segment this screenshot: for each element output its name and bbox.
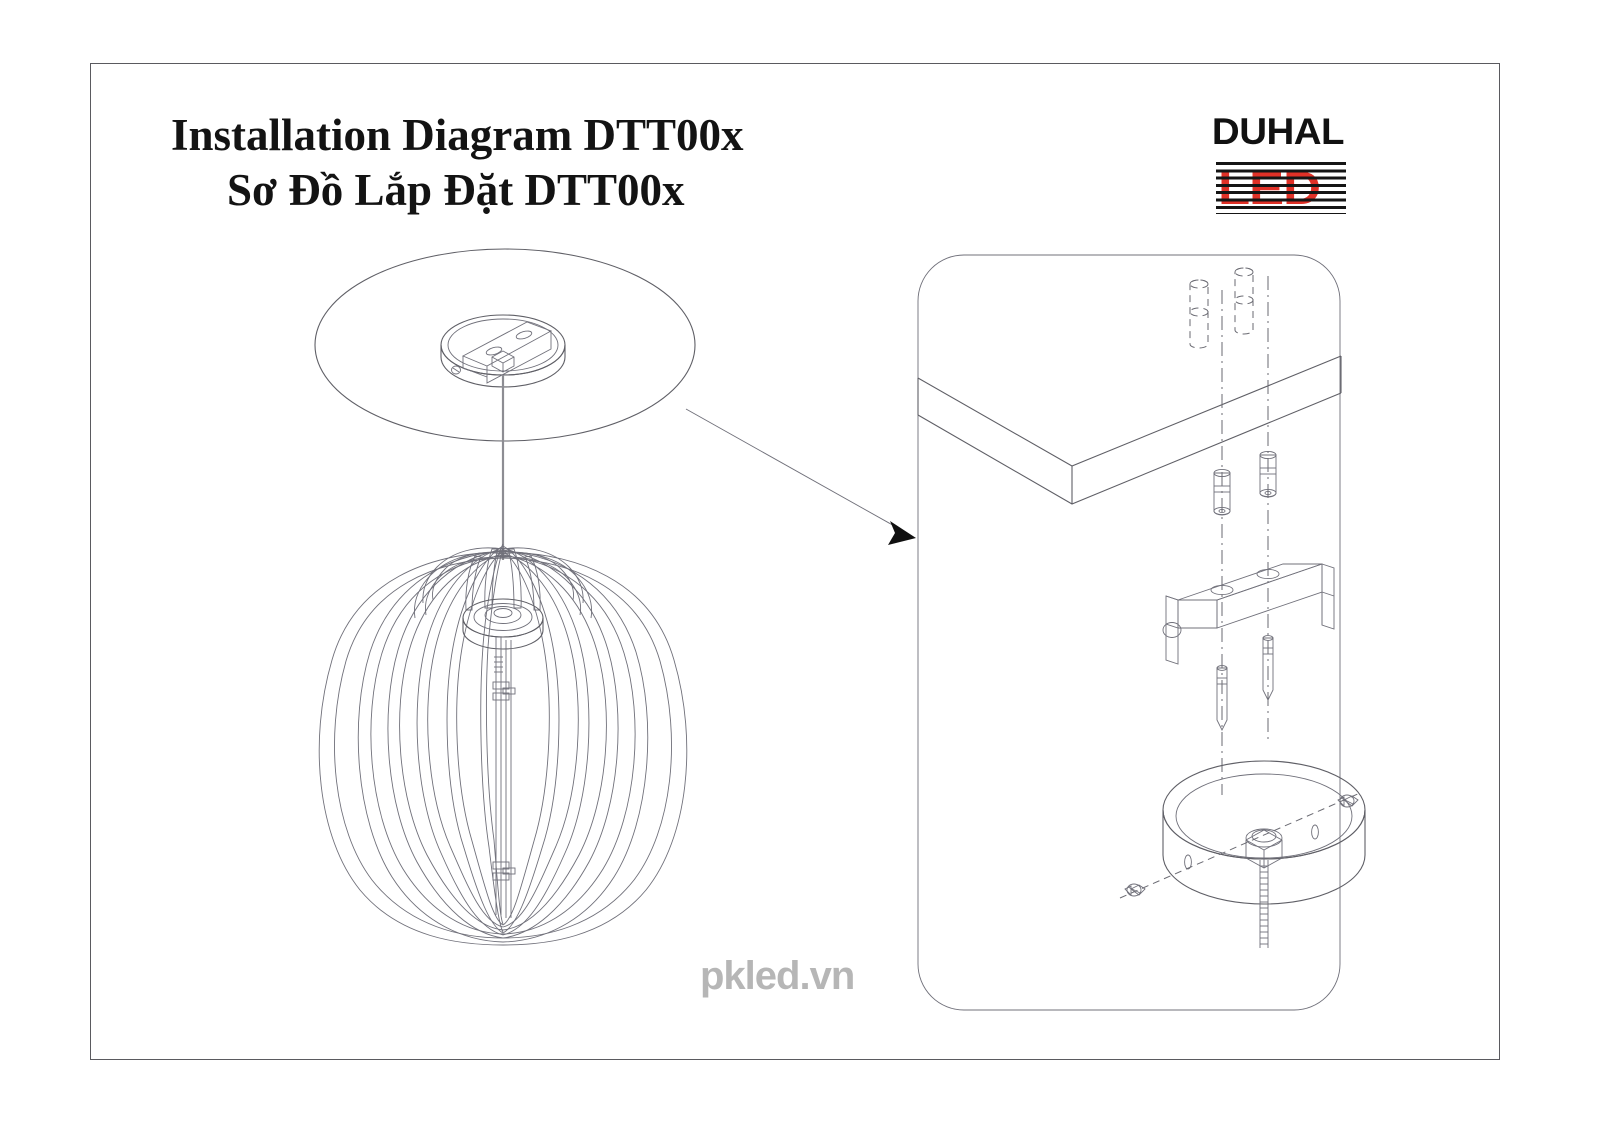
- threaded-rod: [1259, 860, 1269, 948]
- title-vietnamese: Sơ Đồ Lắp Đặt DTT00x: [227, 164, 685, 215]
- set-screw-right: [1337, 794, 1359, 808]
- watermark-text: pkled.vn: [700, 954, 855, 998]
- detail-panel-border: [917, 254, 1341, 1011]
- expansion-anchor-2: [1259, 450, 1277, 498]
- ceiling-ellipse: [314, 248, 696, 442]
- shade-hub: [462, 598, 544, 650]
- anchor-hole-2: [1234, 267, 1254, 335]
- logo-led-block: LED: [1216, 162, 1346, 214]
- logo-brand-text: DUHAL: [1211, 111, 1345, 152]
- screw-2: [1262, 635, 1274, 702]
- screw-1: [1216, 665, 1228, 732]
- expansion-anchor-1: [1213, 468, 1231, 516]
- assembly-centerlines: [1221, 276, 1269, 795]
- page-title: Installation Diagram DTT00x Sơ Đồ Lắp Đặ…: [165, 108, 885, 218]
- u-bracket: [1162, 563, 1335, 665]
- canopy-cup-exploded: [1162, 760, 1366, 905]
- duhal-led-logo: DUHAL LED: [1186, 112, 1346, 216]
- anchor-hole-1: [1189, 279, 1209, 349]
- title-english: Installation Diagram DTT00x: [171, 110, 744, 160]
- logo-stripes-overlay: [1216, 162, 1346, 214]
- ceiling-slab: [917, 355, 1342, 505]
- drawing-frame: [90, 63, 1500, 1060]
- center-rod-assembly: [492, 637, 516, 918]
- set-screw-axis: [1119, 792, 1361, 899]
- detail-arrow: [685, 408, 916, 545]
- lamp-shade: [318, 543, 688, 946]
- set-screw-left: [1124, 883, 1146, 897]
